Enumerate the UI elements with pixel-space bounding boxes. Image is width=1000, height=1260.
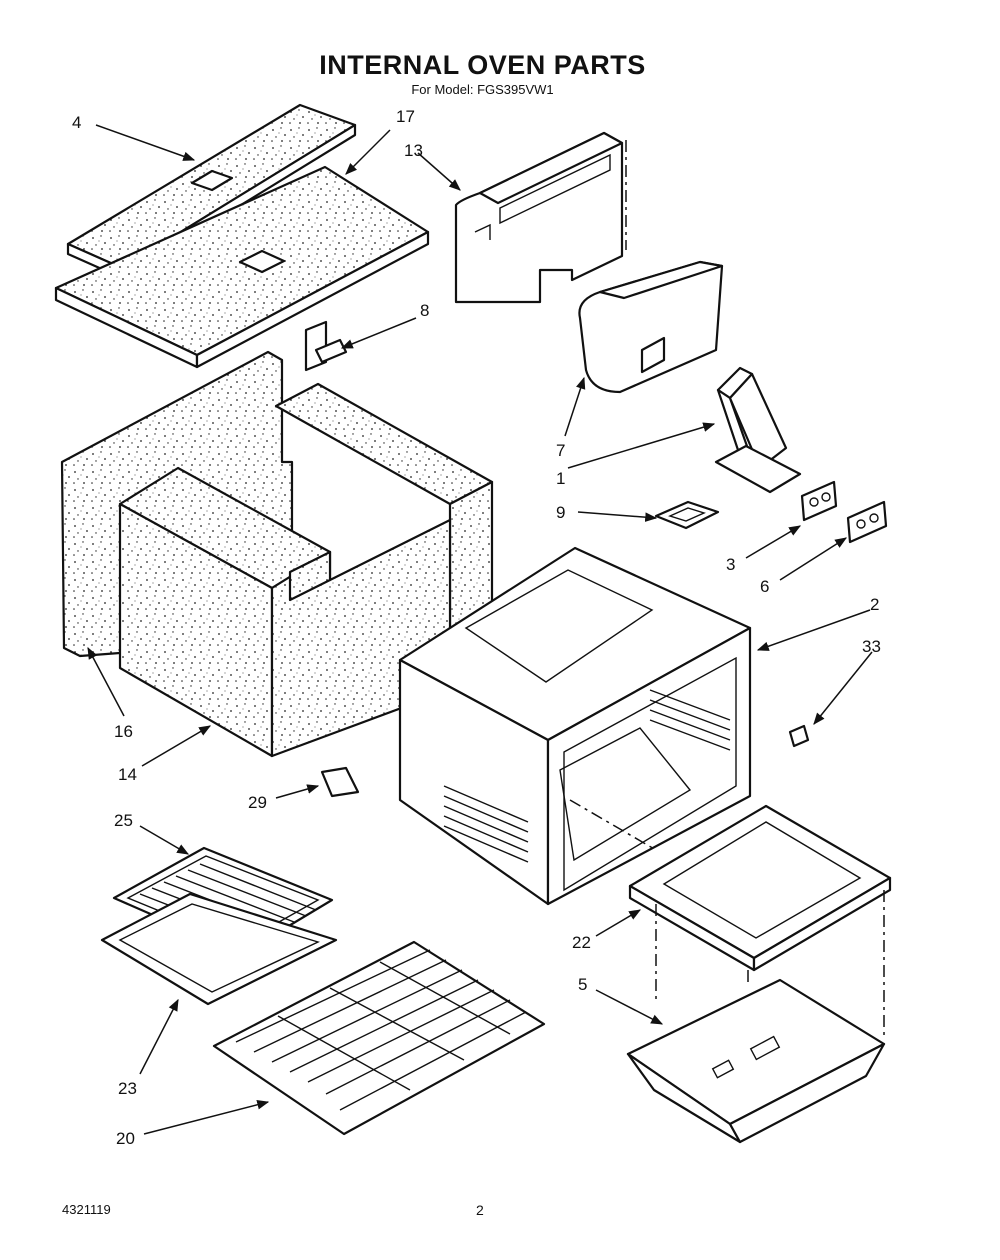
page-number: 2 bbox=[476, 1202, 484, 1218]
part-20-oven-rack bbox=[212, 940, 546, 1136]
part-23-broiler-pan bbox=[100, 892, 338, 1006]
part-5-burner-box bbox=[626, 978, 886, 1144]
part-3-plate bbox=[800, 480, 838, 522]
callout-33: 33 bbox=[862, 637, 881, 656]
part-29-bracket bbox=[320, 766, 360, 798]
alignment-lines bbox=[569, 140, 885, 1040]
callout-labels: 4 17 13 8 7 1 9 3 6 2 33 16 14 29 25 22 … bbox=[72, 107, 881, 1148]
callout-9: 9 bbox=[556, 503, 565, 522]
callout-7: 7 bbox=[556, 441, 565, 460]
callout-29: 29 bbox=[248, 793, 267, 812]
document-number: 4321119 bbox=[62, 1202, 111, 1217]
part-6-plate bbox=[846, 500, 888, 544]
callout-2: 2 bbox=[870, 595, 879, 614]
part-33-clip bbox=[788, 724, 810, 748]
part-8-bracket bbox=[304, 320, 348, 372]
part-17-top-insulation-blanket bbox=[54, 165, 430, 369]
callout-14: 14 bbox=[118, 765, 137, 784]
model-subtitle: For Model: FGS395VW1 bbox=[411, 82, 554, 97]
callout-13: 13 bbox=[404, 141, 423, 160]
callout-16: 16 bbox=[114, 722, 133, 741]
part-22-burner-box-frame bbox=[628, 804, 892, 972]
page-title: INTERNAL OVEN PARTS bbox=[319, 50, 646, 80]
part-9-gasket bbox=[654, 500, 720, 530]
part-7-vent-deflector bbox=[578, 260, 724, 394]
callout-4: 4 bbox=[72, 113, 81, 132]
rack-guides bbox=[443, 689, 731, 863]
callout-3: 3 bbox=[726, 555, 735, 574]
part-1-burner-mount-bracket bbox=[714, 366, 802, 494]
leader-lines bbox=[87, 124, 873, 1135]
callout-8: 8 bbox=[420, 301, 429, 320]
callout-25: 25 bbox=[114, 811, 133, 830]
callout-22: 22 bbox=[572, 933, 591, 952]
callout-23: 23 bbox=[118, 1079, 137, 1098]
callout-17: 17 bbox=[396, 107, 415, 126]
callout-6: 6 bbox=[760, 577, 769, 596]
part-2-oven-cavity bbox=[398, 546, 752, 906]
callout-1: 1 bbox=[556, 469, 565, 488]
callout-20: 20 bbox=[116, 1129, 135, 1148]
callout-5: 5 bbox=[578, 975, 587, 994]
part-13-oven-vent-duct bbox=[454, 131, 624, 304]
